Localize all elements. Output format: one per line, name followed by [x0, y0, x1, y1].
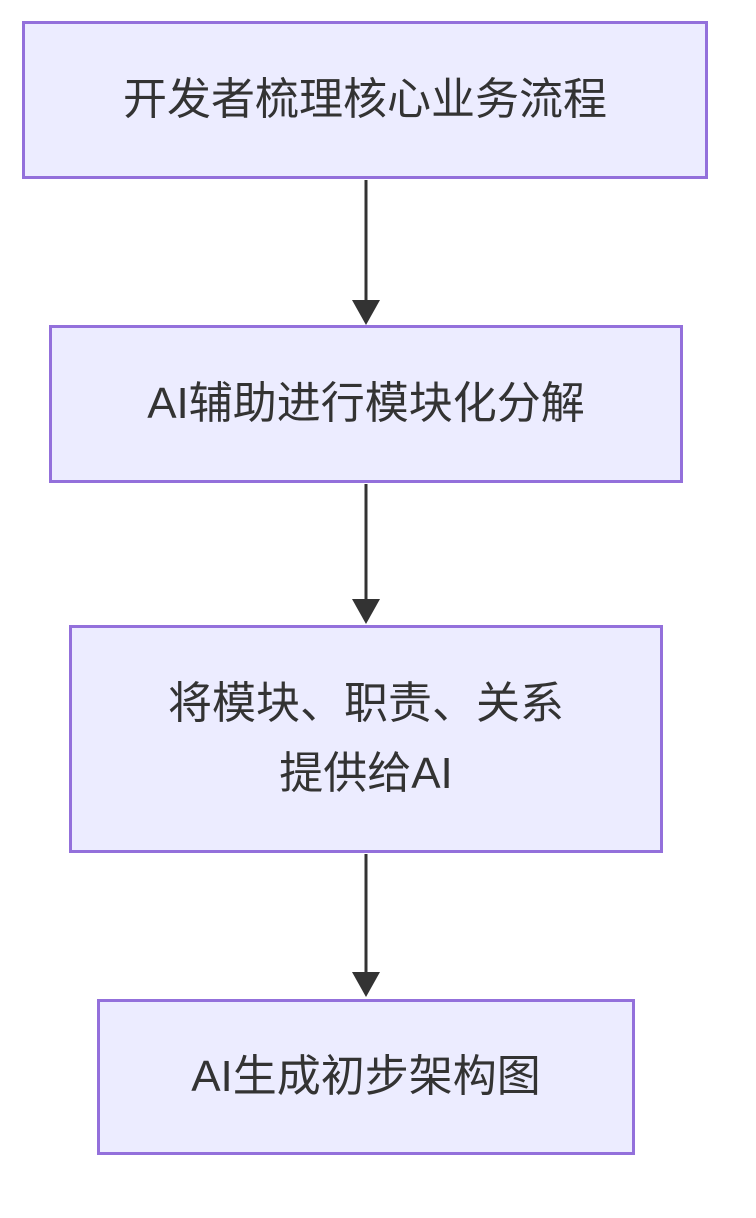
flow-node-step-3-label-line-2: 提供给AI [279, 749, 453, 798]
flow-node-step-3-label-line-1: 将模块、职责、关系 [168, 679, 564, 729]
flow-node-step-4: AI生成初步架构图 [97, 999, 635, 1155]
edge-arrow-1 [352, 180, 380, 325]
flow-node-step-1: 开发者梳理核心业务流程 [22, 21, 708, 179]
edge-arrow-2 [352, 484, 380, 624]
flow-node-step-4-label: AI生成初步架构图 [191, 1052, 541, 1102]
flow-node-step-1-label: 开发者梳理核心业务流程 [123, 75, 607, 125]
flow-node-step-3: 将模块、职责、关系 提供给AI [69, 625, 663, 853]
flow-node-step-2: AI辅助进行模块化分解 [49, 325, 683, 483]
edge-arrow-3 [352, 854, 380, 997]
flow-node-step-2-label: AI辅助进行模块化分解 [147, 379, 585, 429]
